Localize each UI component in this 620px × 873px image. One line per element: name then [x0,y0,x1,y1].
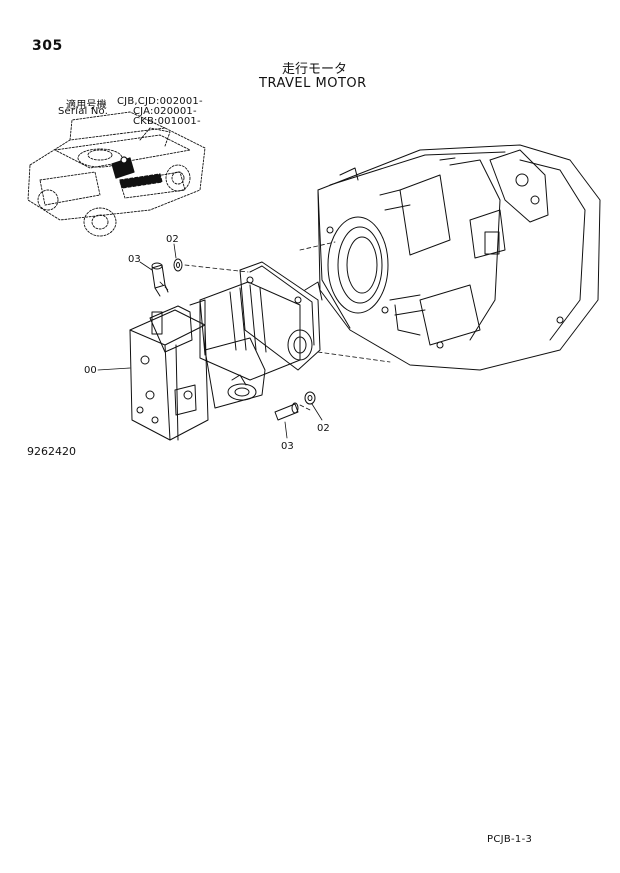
washer-upper-part [173,258,183,272]
bolt-lower-part [274,402,299,421]
title-english: TRAVEL MOTOR [259,76,367,91]
washer-lower-part [304,391,316,405]
serial-label-japanese: 適用号機 [66,100,107,111]
callout-leader-lines [97,243,323,439]
highlighted-motor-icon [111,156,163,189]
machine-locator-icon [27,111,206,237]
footer-code: PCJB-1-3 [487,834,533,845]
transmission-housing [317,144,601,371]
callout-bolt-upper: 03 [128,254,141,265]
bolt-upper-part [151,262,169,297]
drawing-number: 9262420 [27,445,76,458]
serial-range-3: CKB:001001- [133,116,201,127]
callout-washer-upper: 02 [166,234,179,245]
serial-range-1: CJB,CJD:002001- [117,96,203,107]
callout-bolt-lower: 03 [281,441,294,452]
serial-label-english: Serial No. [58,106,109,117]
serial-range-2: CJA:020001- [133,106,197,117]
travel-motor-assembly [129,261,323,441]
callout-motor-assembly: 00 [84,365,97,376]
page-number: 305 [32,38,63,54]
title-japanese: 走行モータ [282,62,348,77]
callout-washer-lower: 02 [317,423,330,434]
